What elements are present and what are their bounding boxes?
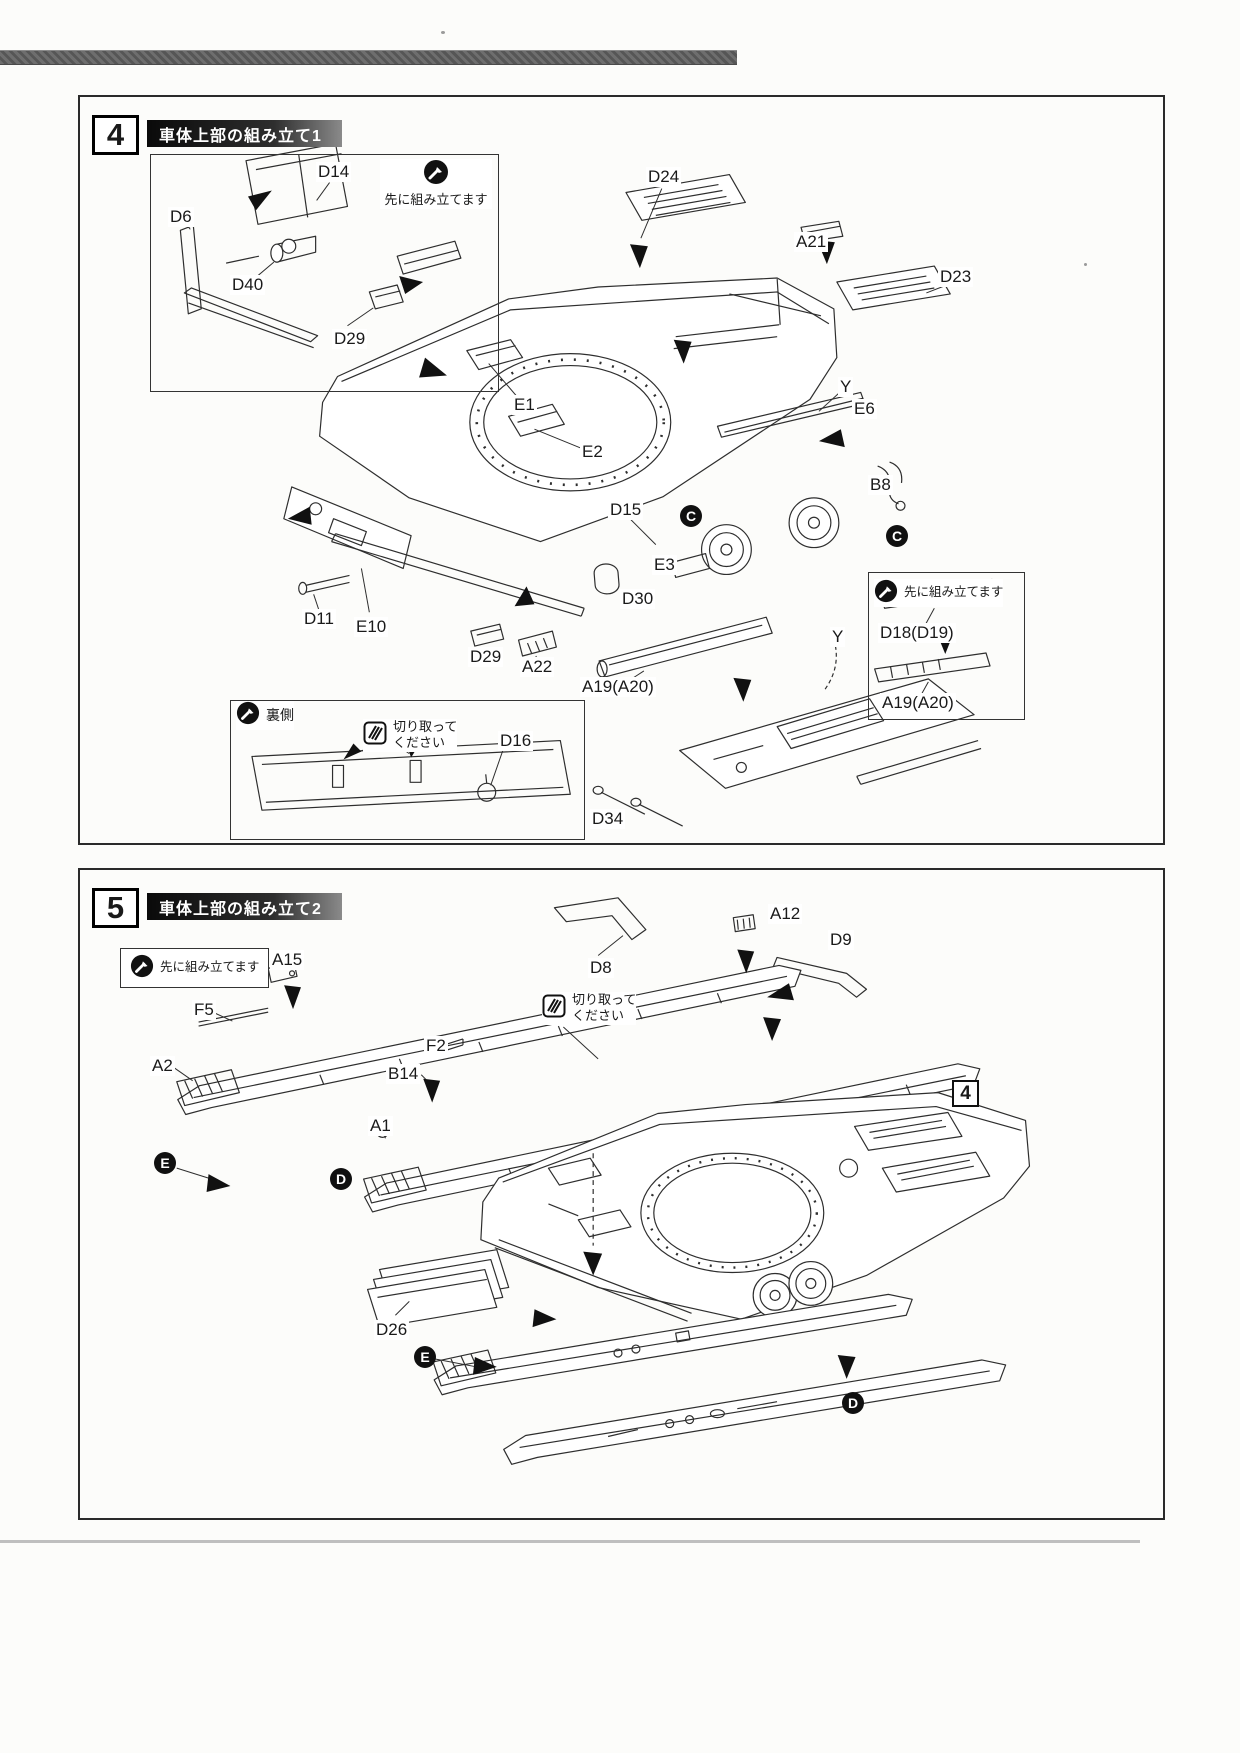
marker-e: E [414,1346,436,1368]
note-preassemble-2: 先に組み立てます [874,579,1004,608]
part-label-a12: A12 [768,904,803,924]
note-preassemble-1: 先に組み立てます [380,159,492,209]
part-label-a21: A21 [794,232,829,252]
attention-icon [130,954,154,982]
part-label-d15: D15 [608,500,644,520]
part-label-d34: D34 [590,809,626,829]
assembly-arrows [206,949,856,1379]
hull-assembly-drawing [480,1092,1031,1322]
cut-icon [363,721,387,749]
attention-icon [236,701,260,730]
step4-section: 4 車体上部の組み立て1 先に組み立てます 先に組み立てます 裏側 [78,95,1165,845]
note-text: 先に組み立てます [384,192,488,208]
note-preassemble: 先に組み立てます [120,948,270,989]
step-ref-4: 4 [952,1080,979,1107]
part-label-d16: D16 [498,731,534,751]
part-label-e1: E1 [512,395,537,415]
part-label-d9: D9 [828,930,854,950]
part-label-a19a20: A19(A20) [880,693,956,713]
part-label-a22: A22 [520,657,555,677]
fender-e-drawing [176,964,802,1116]
part-label-y: Y [838,377,854,397]
part-label-d6: D6 [168,207,194,227]
attention-icon [423,159,449,189]
fender-d-drawing [362,1063,981,1213]
part-label-b14: B14 [386,1064,421,1084]
part-label-e10: E10 [354,617,389,637]
part-label-e6: E6 [852,399,877,419]
part-label-d23: D23 [938,267,974,287]
part-label-d24: D24 [646,167,682,187]
part-label-a19a20: A19(A20) [580,677,656,697]
marker-d: D [330,1168,352,1190]
note-text: 切り取って ください [572,992,637,1024]
bottom-rule [0,1540,1140,1543]
marker-d: D [842,1392,864,1414]
part-label-a2: A2 [150,1056,175,1076]
part-label-a1: A1 [368,1116,393,1136]
note-cut-out-2: 切り取って ください [542,992,637,1025]
part-label-d14: D14 [316,162,352,182]
part-label-f5: F5 [192,1000,216,1020]
turret-ring-drawing [469,353,672,492]
part-label-f2: F2 [424,1036,448,1056]
cut-icon [542,994,566,1022]
part-label-d40: D40 [230,275,266,295]
note-text: 切り取って ください [393,719,458,751]
part-label-d29: D29 [332,329,368,349]
note-text: 先に組み立てます [160,960,260,975]
part-label-y: Y [830,627,846,647]
note-cut-out-1: 切り取って ください [363,719,458,752]
attention-icon [874,579,898,607]
part-label-d29: D29 [468,647,504,667]
part-label-d8: D8 [588,958,614,978]
part-label-e2: E2 [580,442,605,462]
top-decoration-bar [0,50,737,65]
part-label-b8: B8 [868,475,893,495]
note-text: 裏側 [266,706,294,723]
note-text: 先に組み立てます [904,585,1004,600]
part-label-e3: E3 [652,555,677,575]
marker-e: E [154,1152,176,1174]
marker-c: C [680,505,702,527]
part-label-d18d19: D18(D19) [878,623,956,643]
print-speck [1084,263,1087,266]
step4-title: 車体上部の組み立て1 [147,120,342,147]
part-label-a15: A15 [270,950,305,970]
marker-c: C [886,525,908,547]
note-backside: 裏側 [236,701,294,730]
step5-number: 5 [92,888,139,928]
step5-title: 車体上部の組み立て2 [147,893,342,920]
part-label-d11: D11 [302,609,336,629]
part-label-d26: D26 [374,1320,410,1340]
print-speck [441,31,445,34]
part-label-d30: D30 [620,589,656,609]
road-wheels-drawing [700,497,840,576]
step4-number: 4 [92,115,139,155]
inset-backside-view [230,700,585,840]
